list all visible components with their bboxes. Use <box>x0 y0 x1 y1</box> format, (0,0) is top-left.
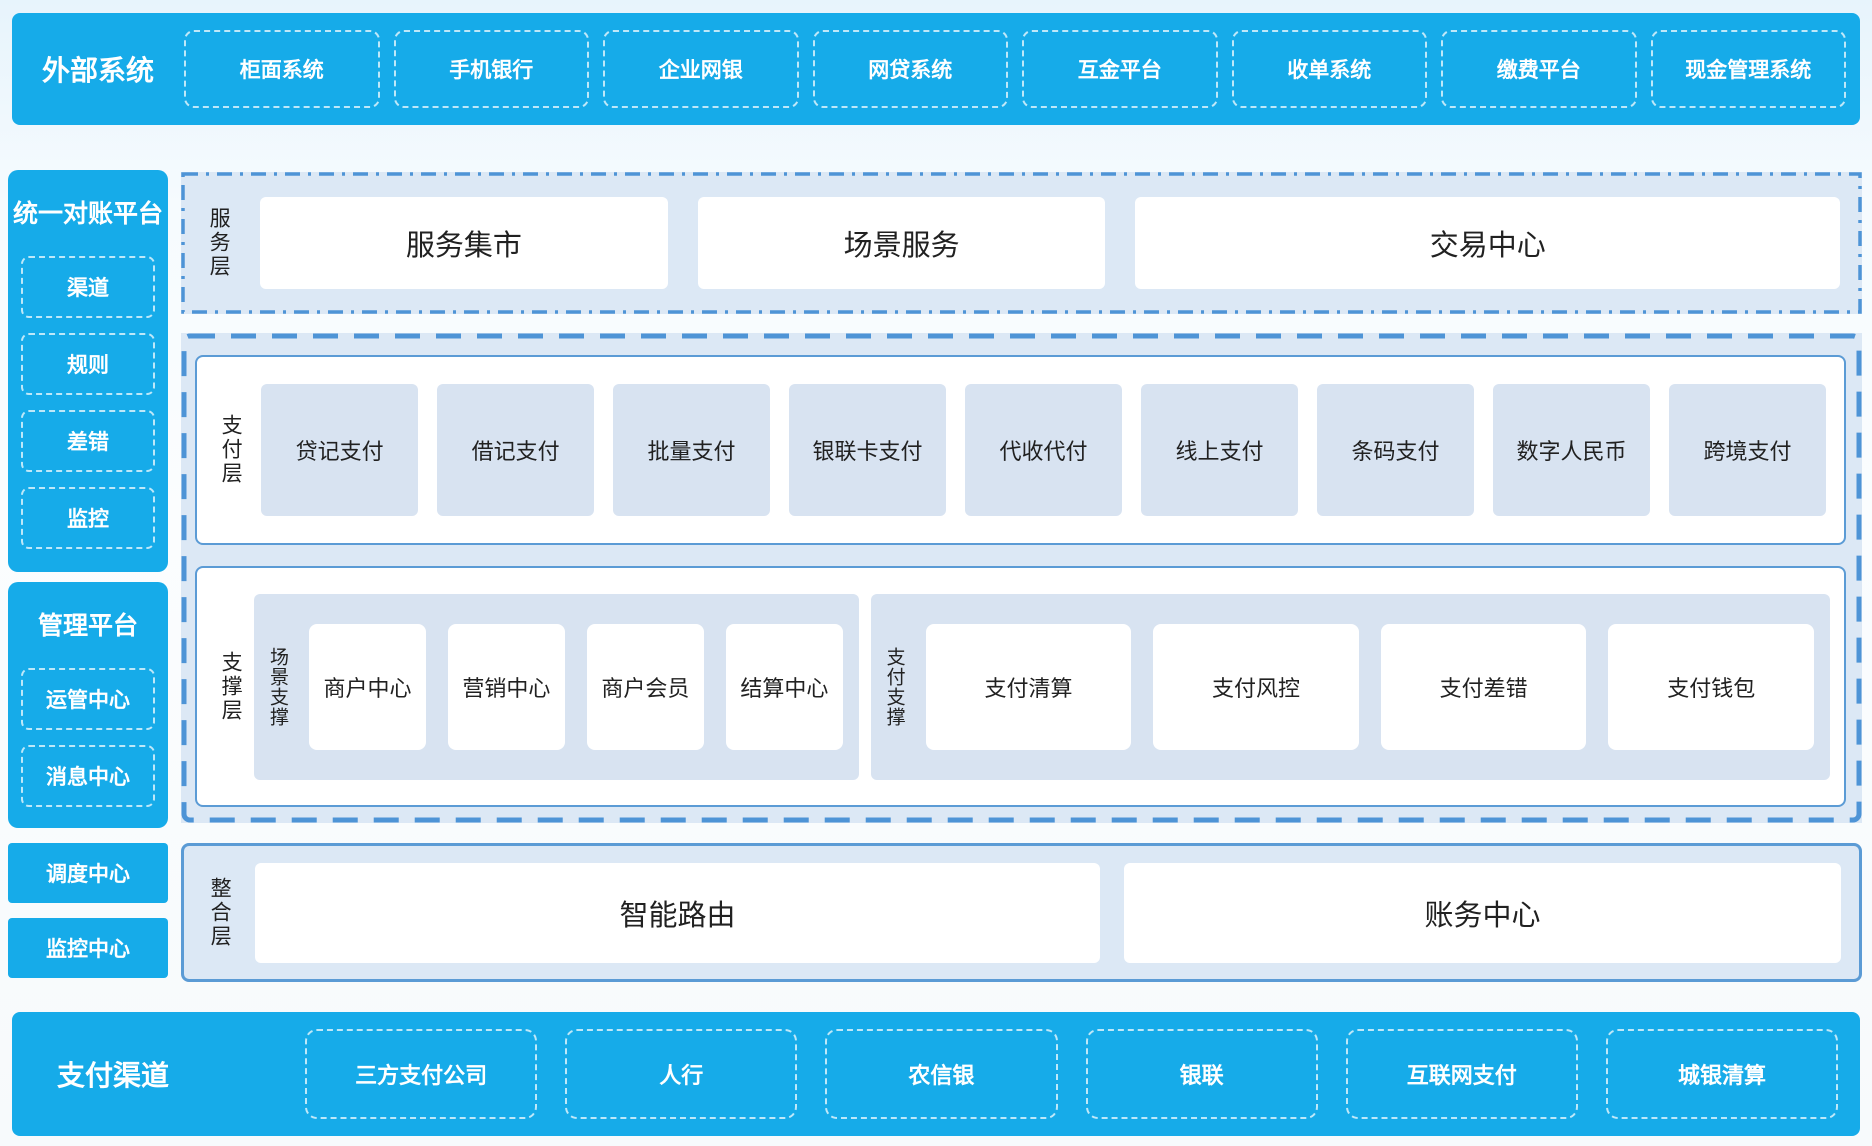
payment-channels-bar: 支付渠道 三方支付公司 人行 农信银 银联 互联网支付 城银清算 <box>12 1012 1860 1136</box>
support-layer-label: 支撑层 <box>219 650 243 723</box>
external-system-box: 手机银行 <box>393 30 589 108</box>
reconciliation-item: 规则 <box>21 333 155 395</box>
payment-item: 代收代付 <box>965 384 1123 516</box>
service-item: 服务集市 <box>260 197 668 289</box>
reconciliation-item: 差错 <box>21 410 155 472</box>
scene-support-label: 场景支撑 <box>266 646 288 727</box>
management-items: 运管中心 消息中心 <box>8 642 168 807</box>
payment-layer-label: 支付层 <box>219 414 243 486</box>
integration-layer-box: 整合层 智能路由 账务中心 <box>181 843 1862 982</box>
reconciliation-item: 渠道 <box>21 256 155 318</box>
management-item: 运管中心 <box>21 668 155 730</box>
scene-support-item: 营销中心 <box>447 623 565 750</box>
payment-item: 条码支付 <box>1317 384 1474 516</box>
payment-channel-box: 人行 <box>565 1029 798 1119</box>
integration-item: 智能路由 <box>255 862 1100 963</box>
external-systems-items: 柜面系统 手机银行 企业网银 网贷系统 互金平台 收单系统 缴费平台 现金管理系… <box>184 30 1846 108</box>
management-item: 消息中心 <box>21 745 155 807</box>
external-system-box: 现金管理系统 <box>1650 30 1846 108</box>
payment-item: 批量支付 <box>613 384 771 516</box>
payment-support-item: 支付钱包 <box>1608 623 1814 750</box>
external-systems-title: 外部系统 <box>42 55 155 86</box>
dispatch-center-box: 调度中心 <box>8 843 168 903</box>
external-systems-bar: 外部系统 柜面系统 手机银行 企业网银 网贷系统 互金平台 收单系统 缴费平台 … <box>12 13 1860 125</box>
payment-item: 数字人民币 <box>1492 384 1650 516</box>
reconciliation-items: 渠道 规则 差错 监控 <box>8 230 168 549</box>
external-system-box: 网贷系统 <box>812 30 1008 108</box>
monitor-center-box: 监控中心 <box>8 918 168 978</box>
scene-support-item: 结算中心 <box>725 623 843 750</box>
service-layer-container: 服务层 服务集市 场景服务 交易中心 <box>181 172 1862 314</box>
reconciliation-item: 监控 <box>21 487 155 549</box>
management-platform-panel: 管理平台 运管中心 消息中心 <box>8 582 168 828</box>
payment-support-item: 支付风控 <box>1153 623 1359 750</box>
scene-support-group: 场景支撑 商户中心 营销中心 商户会员 结算中心 <box>254 593 859 780</box>
service-layer-label: 服务层 <box>207 207 231 279</box>
payment-channel-box: 城银清算 <box>1605 1029 1839 1119</box>
service-item: 场景服务 <box>697 197 1106 289</box>
payment-item: 贷记支付 <box>261 384 419 516</box>
management-platform-title: 管理平台 <box>37 612 138 640</box>
external-system-box: 互金平台 <box>1022 30 1218 108</box>
service-item: 交易中心 <box>1135 197 1840 289</box>
support-layer-box: 支撑层 场景支撑 商户中心 营销中心 商户会员 结算中心 支付支撑 支付清算 支… <box>195 566 1846 807</box>
reconciliation-platform-title: 统一对账平台 <box>12 200 163 228</box>
payment-item: 借记支付 <box>437 384 595 516</box>
payment-support-label: 支付支撑 <box>883 646 905 727</box>
payment-item: 跨境支付 <box>1668 384 1826 516</box>
payment-channel-box: 三方支付公司 <box>305 1029 538 1119</box>
external-system-box: 柜面系统 <box>184 30 380 108</box>
payment-support-item: 支付差错 <box>1380 623 1587 750</box>
payment-support-item: 支付清算 <box>925 623 1132 750</box>
external-system-box: 收单系统 <box>1231 30 1427 108</box>
external-system-box: 企业网银 <box>603 30 799 108</box>
scene-support-item: 商户会员 <box>586 623 704 750</box>
integration-item: 账务中心 <box>1123 862 1841 963</box>
payment-channel-box: 银联 <box>1085 1029 1318 1119</box>
external-system-box: 缴费平台 <box>1441 30 1637 108</box>
payment-channels-title: 支付渠道 <box>57 1060 170 1091</box>
payment-channels-items: 三方支付公司 人行 农信银 银联 互联网支付 城银清算 <box>305 1029 1839 1119</box>
payment-item: 银联卡支付 <box>789 384 947 516</box>
scene-support-item: 商户中心 <box>308 623 426 750</box>
payment-support-group: 支付支撑 支付清算 支付风控 支付差错 支付钱包 <box>870 593 1830 780</box>
payment-channel-box: 互联网支付 <box>1345 1029 1578 1119</box>
payment-layer-box: 支付层 贷记支付 借记支付 批量支付 银联卡支付 代收代付 线上支付 条码支付 … <box>195 355 1846 545</box>
reconciliation-platform-panel: 统一对账平台 渠道 规则 差错 监控 <box>8 170 168 572</box>
payment-item: 线上支付 <box>1141 384 1298 516</box>
integration-layer-label: 整合层 <box>208 876 232 949</box>
payment-support-container: 支付层 贷记支付 借记支付 批量支付 银联卡支付 代收代付 线上支付 条码支付 … <box>181 333 1862 823</box>
payment-channel-box: 农信银 <box>825 1029 1058 1119</box>
